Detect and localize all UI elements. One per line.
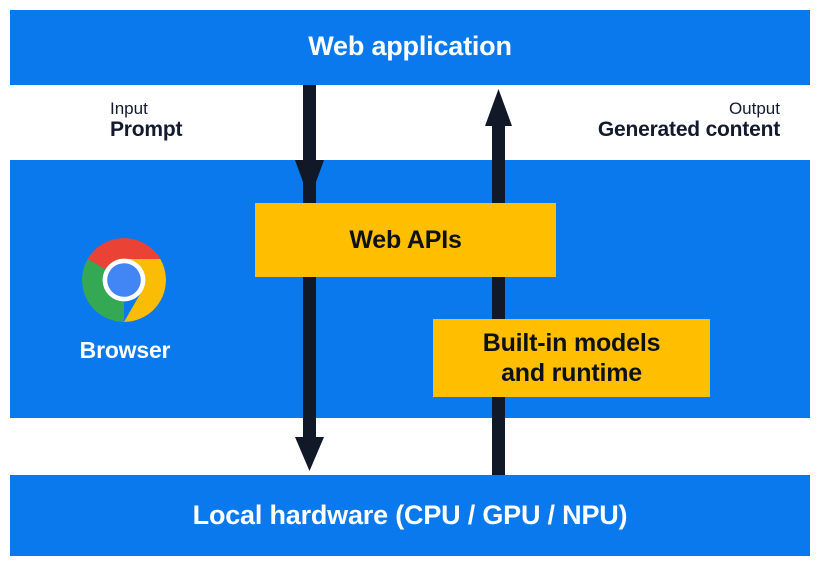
panel-web-application: Web application	[10, 10, 810, 85]
web-apis-label: Web APIs	[349, 225, 462, 254]
output-value-label: Generated content	[597, 118, 780, 142]
web-application-title: Web application	[308, 31, 512, 61]
chrome-logo-icon	[82, 238, 166, 322]
browser-label: Browser	[79, 337, 171, 363]
input-kind-label: Input	[110, 99, 148, 118]
output-flow-label: Output Generated content	[598, 99, 780, 142]
built-in-models-box[interactable]: Built-in models and runtime	[433, 319, 710, 397]
web-apis-box[interactable]: Web APIs	[255, 203, 556, 277]
local-hardware-title: Local hardware (CPU / GPU / NPU)	[192, 500, 628, 530]
input-flow-label: Input Prompt	[110, 99, 183, 142]
panel-local-hardware: Local hardware (CPU / GPU / NPU)	[10, 475, 810, 556]
built-in-models-label: Built-in models and runtime	[482, 328, 661, 388]
input-value-label: Prompt	[110, 118, 183, 142]
output-kind-label: Output	[728, 99, 780, 118]
